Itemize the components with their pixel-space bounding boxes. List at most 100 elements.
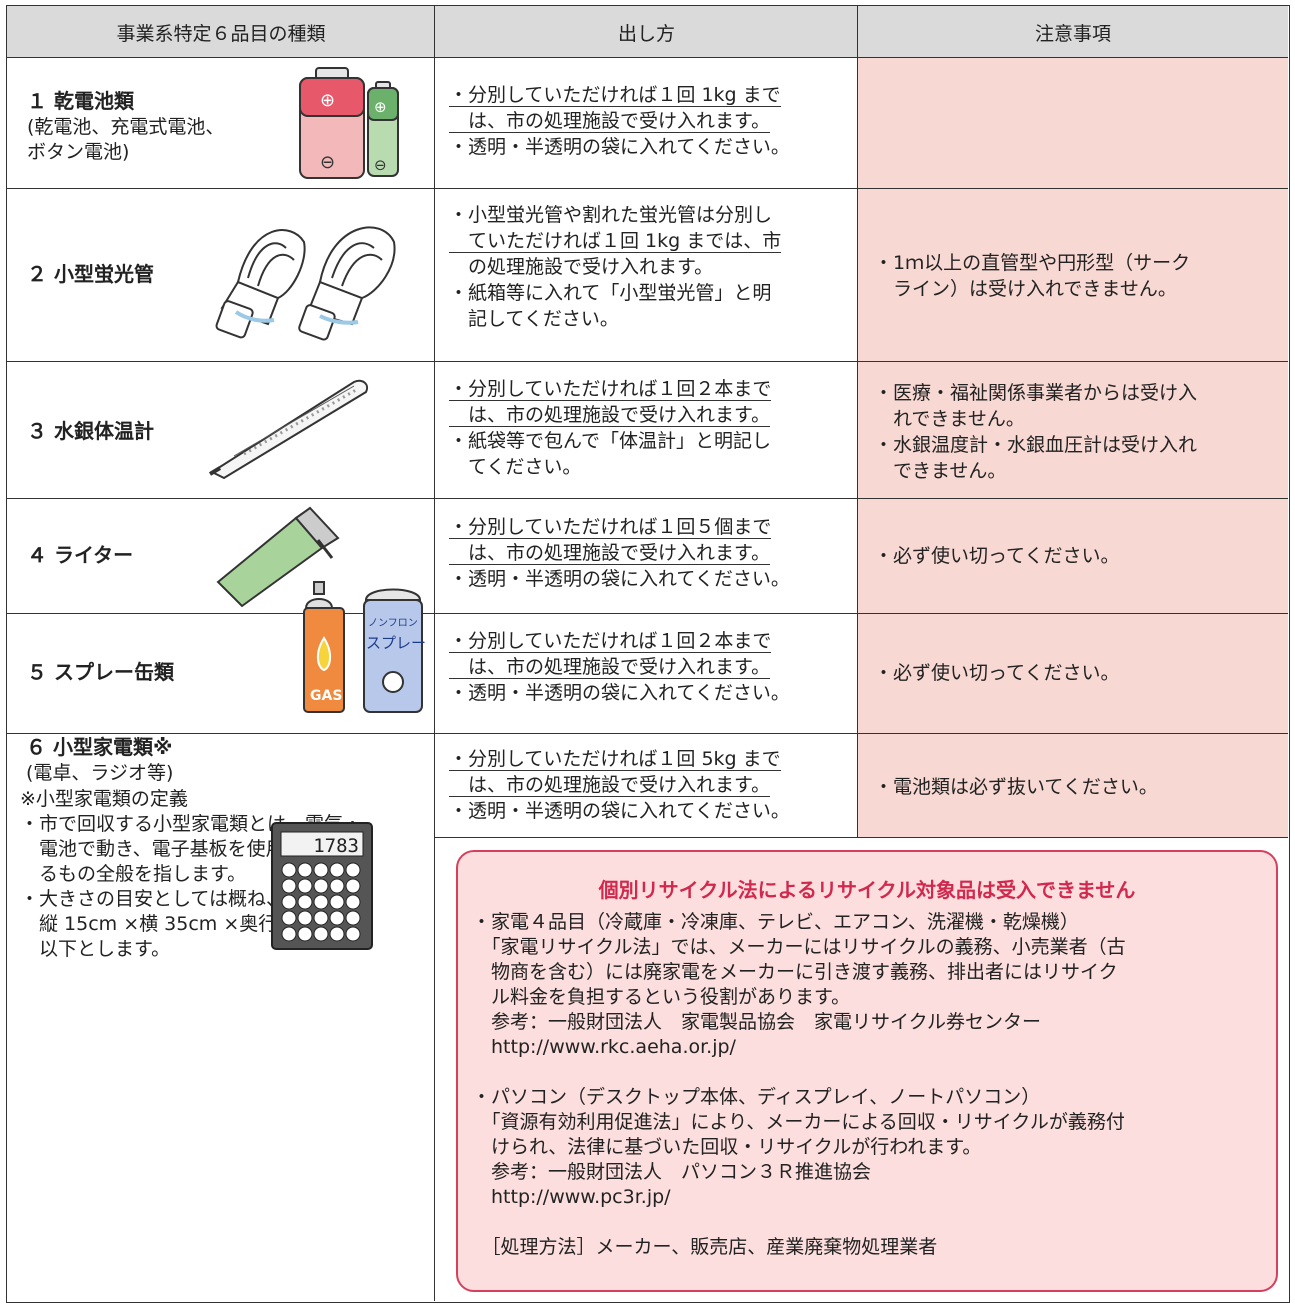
row-2-how-line-1: ・小型蛍光管や割れた蛍光管は分別し xyxy=(449,204,773,226)
row-3-note: ・医療・福祉関係事業者からは受け入 れできません。 ・水銀温度計・水銀血圧計は受… xyxy=(874,380,1284,484)
row-1-name: １ 乾電池類 xyxy=(27,89,134,113)
row-5-name-block: ５ スプレー缶類 xyxy=(27,660,174,686)
row-3-note-line-3: ・水銀温度計・水銀血圧計は受け入れ xyxy=(874,434,1198,456)
row-2-how-line-2: ていただければ１回 1kg までは、市 xyxy=(449,230,782,253)
spray-can-icon: GAS ノンフロン スプレー xyxy=(303,581,426,713)
battery-plus-icon: ⊕ xyxy=(320,90,335,111)
row-1-sub-2: ボタン電池) xyxy=(27,141,130,163)
row-3-name: ３ 水銀体温計 xyxy=(27,419,154,443)
battery-icon: ⊕ ⊖ ⊕ ⊖ xyxy=(299,67,399,179)
calculator-display: 1783 xyxy=(313,835,359,857)
row-2-how-line-3: の処理施設で受け入れます。 xyxy=(449,256,714,278)
items-table: 事業系特定６品目の種類 出し方 注意事項 １ 乾電池類 (乾電池、充電式電池、 … xyxy=(6,5,1290,1303)
lighter-icon xyxy=(216,506,340,608)
row-3-note-line-4: できません。 xyxy=(874,460,1007,482)
row-2-how-line-5: 記してください。 xyxy=(449,308,619,330)
battery-small-minus-icon: ⊖ xyxy=(374,156,387,174)
row-4-how-line-3: ・透明・半透明の袋に入れてください。 xyxy=(449,568,790,590)
note-cell-4 xyxy=(858,499,1288,614)
row-5-how: ・分別していただければ１回２本まで は、市の処理施設で受け入れます。 ・透明・半… xyxy=(449,628,849,706)
row-4-how: ・分別していただければ１回５個まで は、市の処理施設で受け入れます。 ・透明・半… xyxy=(449,514,849,592)
row-1-how-line-3: ・透明・半透明の袋に入れてください。 xyxy=(449,136,790,158)
row-3-how: ・分別していただければ１回２本まで は、市の処理施設で受け入れます。 ・紙袋等で… xyxy=(449,376,849,480)
recycle-line-10: けられ、法律に基づいた回収・リサイクルが行われます。 xyxy=(472,1136,982,1158)
row-3-note-line-2: れできません。 xyxy=(874,408,1025,430)
spray-gas-label: GAS xyxy=(310,688,342,704)
row-4-how-line-2: は、市の処理施設で受け入れます。 xyxy=(449,542,771,565)
definition-line-7: 以下とします。 xyxy=(20,938,171,960)
row-5-how-line-3: ・透明・半透明の袋に入れてください。 xyxy=(449,682,790,704)
header-col-how-label: 出し方 xyxy=(617,22,675,45)
row-6-how-line-1: ・分別していただければ１回 5kg まで xyxy=(449,748,781,771)
recycle-line-12: http://www.pc3r.jp/ xyxy=(472,1186,671,1208)
row-6-how-line-3: ・透明・半透明の袋に入れてください。 xyxy=(449,800,790,822)
recycle-line-1: ・家電４品目（冷蔵庫・冷凍庫、テレビ、エアコン、洗濯機・乾燥機） xyxy=(472,911,1079,933)
row-3-how-line-3: ・紙袋等で包んで「体温計」と明記し xyxy=(449,430,772,452)
row-2-note-line-2: ライン）は受け入れできません。 xyxy=(874,278,1177,300)
row-6-sub: (電卓、ラジオ等) xyxy=(26,762,174,784)
row-2-note: ・1ｍ以上の直管型や円形型（サーク ライン）は受け入れできません。 xyxy=(874,250,1284,302)
recycle-line-2: 「家電リサイクル法」では、メーカーにはリサイクルの義務、小売業者（古 xyxy=(472,936,1126,958)
row-4-name-block: ４ ライター xyxy=(27,543,133,569)
row-5-note-line-1: ・必ず使い切ってください。 xyxy=(874,662,1120,684)
row-6-title-block: ６ 小型家電類※ (電卓、ラジオ等) xyxy=(26,735,173,786)
calculator-icon: 1783 xyxy=(271,822,373,950)
note-cell-5 xyxy=(858,614,1288,734)
header-col-how: 出し方 xyxy=(435,6,858,58)
thermometer-icon xyxy=(208,379,368,480)
recycle-line-7 xyxy=(472,1060,1126,1085)
row-6-how-line-2: は、市の処理施設で受け入れます。 xyxy=(449,774,771,797)
row-6-how: ・分別していただければ１回 5kg まで は、市の処理施設で受け入れます。 ・透… xyxy=(449,746,849,824)
small-appliance-definition: ※小型家電類の定義 ・市で回収する小型家電類とは、電気・ 電池で動き、電子基板を… xyxy=(20,787,430,962)
row-4-name: ４ ライター xyxy=(27,543,134,567)
recycle-box-title: 個別リサイクル法によるリサイクル対象品は受入できません xyxy=(598,878,1136,902)
recycle-law-box: 個別リサイクル法によるリサイクル対象品は受入できません ・家電４品目（冷蔵庫・冷… xyxy=(456,850,1278,1292)
definition-line-6: 縦 15cm ×横 35cm ×奥行 20cm xyxy=(20,913,337,935)
definition-line-5: ・大きさの目安としては概ね、 xyxy=(20,888,286,910)
row-2-note-line-1: ・1ｍ以上の直管型や円形型（サーク xyxy=(874,252,1191,274)
row-1-how-line-2: は、市の処理施設で受け入れます。 xyxy=(449,110,771,133)
header-col-note-label: 注意事項 xyxy=(1034,22,1111,45)
row-5-name: ５ スプレー缶類 xyxy=(27,660,174,684)
row-6-name: ６ 小型家電類※ xyxy=(26,735,173,759)
spray-label: スプレー xyxy=(366,634,426,652)
row-5-how-line-2: は、市の処理施設で受け入れます。 xyxy=(449,656,771,679)
header-col-type: 事業系特定６品目の種類 xyxy=(7,6,435,58)
row-4-note: ・必ず使い切ってください。 xyxy=(874,543,1284,569)
row-3-how-line-2: は、市の処理施設で受け入れます。 xyxy=(449,404,771,427)
note-cell-6 xyxy=(858,734,1288,838)
row-1-sub-1: (乾電池、充電式電池、 xyxy=(27,116,225,138)
battery-minus-icon: ⊖ xyxy=(320,152,335,173)
recycle-box-body: ・家電４品目（冷蔵庫・冷凍庫、テレビ、エアコン、洗濯機・乾燥機） 「家電リサイク… xyxy=(472,910,1126,1260)
row-1-name-block: １ 乾電池類 (乾電池、充電式電池、 ボタン電池) xyxy=(27,89,224,165)
row-1-how: ・分別していただければ１回 1kg まで は、市の処理施設で受け入れます。 ・透… xyxy=(449,82,849,160)
row-5-note: ・必ず使い切ってください。 xyxy=(874,660,1284,686)
row-4-how-line-1: ・分別していただければ１回５個まで xyxy=(449,516,772,539)
row-3-how-line-1: ・分別していただければ１回２本まで xyxy=(449,378,772,401)
row-3-note-line-1: ・医療・福祉関係事業者からは受け入 xyxy=(874,382,1198,404)
row-3-name-block: ３ 水銀体温計 xyxy=(27,419,154,445)
header-col-type-label: 事業系特定６品目の種類 xyxy=(116,22,326,45)
header-col-note: 注意事項 xyxy=(858,6,1288,58)
row-6-note: ・電池類は必ず抜いてください。 xyxy=(874,774,1284,800)
recycle-line-6: http://www.rkc.aeha.or.jp/ xyxy=(472,1036,736,1058)
recycle-line-14: ［処理方法］メーカー、販売店、産業廃棄物処理業者 xyxy=(472,1236,938,1258)
note-cell-2 xyxy=(858,189,1288,362)
note-cell-1 xyxy=(858,58,1288,189)
note-cell-3 xyxy=(858,362,1288,499)
recycle-line-3: 物商を含む）には廃家電をメーカーに引き渡す義務、排出者にはリサイク xyxy=(472,961,1118,983)
row-5-how-line-1: ・分別していただければ１回２本まで xyxy=(449,630,772,653)
recycle-line-13 xyxy=(472,1210,1126,1235)
recycle-line-9: 「資源有効利用促進法」により、メーカーによる回収・リサイクルが義務付 xyxy=(472,1111,1125,1133)
row-6-note-line-1: ・電池類は必ず抜いてください。 xyxy=(874,776,1158,798)
compact-fluorescent-bulb-icon xyxy=(215,226,396,341)
battery-small-plus-icon: ⊕ xyxy=(374,98,387,116)
row-2-name: ２ 小型蛍光管 xyxy=(27,262,154,286)
definition-line-3: 電池で動き、電子基板を使用してい xyxy=(20,838,342,860)
row-2-name-block: ２ 小型蛍光管 xyxy=(27,262,154,288)
row-1-how-line-1: ・分別していただければ１回 1kg まで xyxy=(449,84,781,107)
row-2-how: ・小型蛍光管や割れた蛍光管は分別し ていただければ１回 1kg までは、市 の処… xyxy=(449,202,849,332)
recycle-line-8: ・パソコン（デスクトップ本体、ディスプレイ、ノートパソコン） xyxy=(472,1086,1041,1108)
recycle-line-11: 参考：一般財団法人 パソコン３Ｒ推進協会 xyxy=(472,1161,872,1183)
row-4-note-line-1: ・必ず使い切ってください。 xyxy=(874,545,1120,567)
